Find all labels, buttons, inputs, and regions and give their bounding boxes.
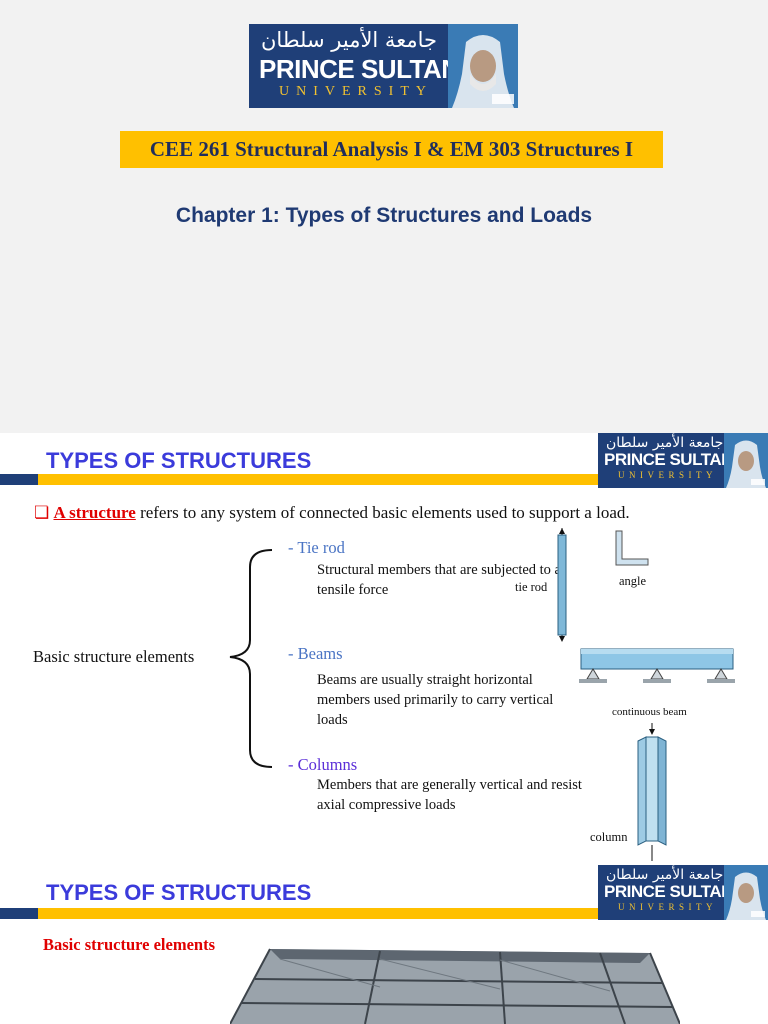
- structure-definition: ❏ A structure refers to any system of co…: [34, 503, 630, 523]
- column-figure: [637, 723, 667, 861]
- university-logo-small: جامعة الأمير سلطان PRINCE SULTAN UNIVERS…: [598, 865, 768, 920]
- university-logo-small: جامعة الأمير سلطان PRINCE SULTAN UNIVERS…: [598, 433, 768, 488]
- logo-name: PRINCE SULTAN: [259, 54, 460, 84]
- basic-elements-subtitle: Basic structure elements: [43, 935, 215, 954]
- checkbox-bullet-icon: ❏: [34, 503, 50, 522]
- chapter-title: Chapter 1: Types of Structures and Loads: [175, 204, 593, 227]
- founder-portrait-icon: [724, 865, 768, 920]
- logo-subtitle: UNIVERSITY: [618, 470, 717, 480]
- columns-description: Members that are generally vertical and …: [317, 777, 582, 813]
- logo-name: PRINCE SULTAN: [604, 450, 733, 469]
- logo-arabic-text: جامعة الأمير سلطان: [606, 435, 724, 451]
- slide-header: TYPES OF STRUCTURES: [46, 448, 312, 473]
- group-label: Basic structure elements: [33, 647, 195, 666]
- angle-section-figure: [615, 530, 649, 566]
- definition-term: A structure: [53, 503, 136, 522]
- continuous-beam-figure: [579, 648, 735, 683]
- logo-name: PRINCE SULTAN: [604, 882, 733, 901]
- continuous-beam-label: continuous beam: [612, 706, 687, 718]
- angle-label: angle: [619, 574, 647, 588]
- title-slide: جامعة الأمير سلطان PRINCE SULTAN UNIVERS…: [0, 0, 768, 433]
- columns-title: - Columns: [288, 755, 358, 774]
- column-label: column: [590, 830, 628, 844]
- header-bar: [0, 908, 598, 919]
- founder-portrait-icon: [724, 433, 768, 488]
- beams-title: - Beams: [288, 644, 343, 663]
- logo-arabic-text: جامعة الأمير سلطان: [606, 867, 724, 883]
- curly-brace-icon: [229, 549, 273, 768]
- tie-rod-label: tie rod: [515, 580, 548, 594]
- definition-text: refers to any system of connected basic …: [135, 503, 630, 522]
- steel-frame-photo: [230, 948, 680, 1024]
- tie-rod-description: Structural members that are subjected to…: [317, 562, 561, 598]
- course-title: CEE 261 Structural Analysis I & EM 303 S…: [120, 131, 663, 168]
- tie-rod-figure: [557, 528, 567, 642]
- types-of-structures-slide-2: TYPES OF STRUCTURES جامعة الأمير سلطان P…: [0, 865, 768, 1024]
- logo-subtitle: UNIVERSITY: [279, 84, 433, 99]
- slide-header: TYPES OF STRUCTURES: [46, 880, 312, 905]
- types-of-structures-slide: TYPES OF STRUCTURES جامعة الأمير سلطان P…: [0, 433, 768, 865]
- header-bar: [0, 474, 598, 485]
- founder-portrait-icon: [448, 24, 518, 108]
- beams-description: Beams are usually straight horizontal me…: [317, 672, 554, 728]
- tie-rod-title: - Tie rod: [288, 538, 345, 557]
- university-logo: جامعة الأمير سلطان PRINCE SULTAN UNIVERS…: [249, 24, 518, 108]
- logo-arabic-text: جامعة الأمير سلطان: [261, 28, 437, 52]
- logo-subtitle: UNIVERSITY: [618, 902, 717, 912]
